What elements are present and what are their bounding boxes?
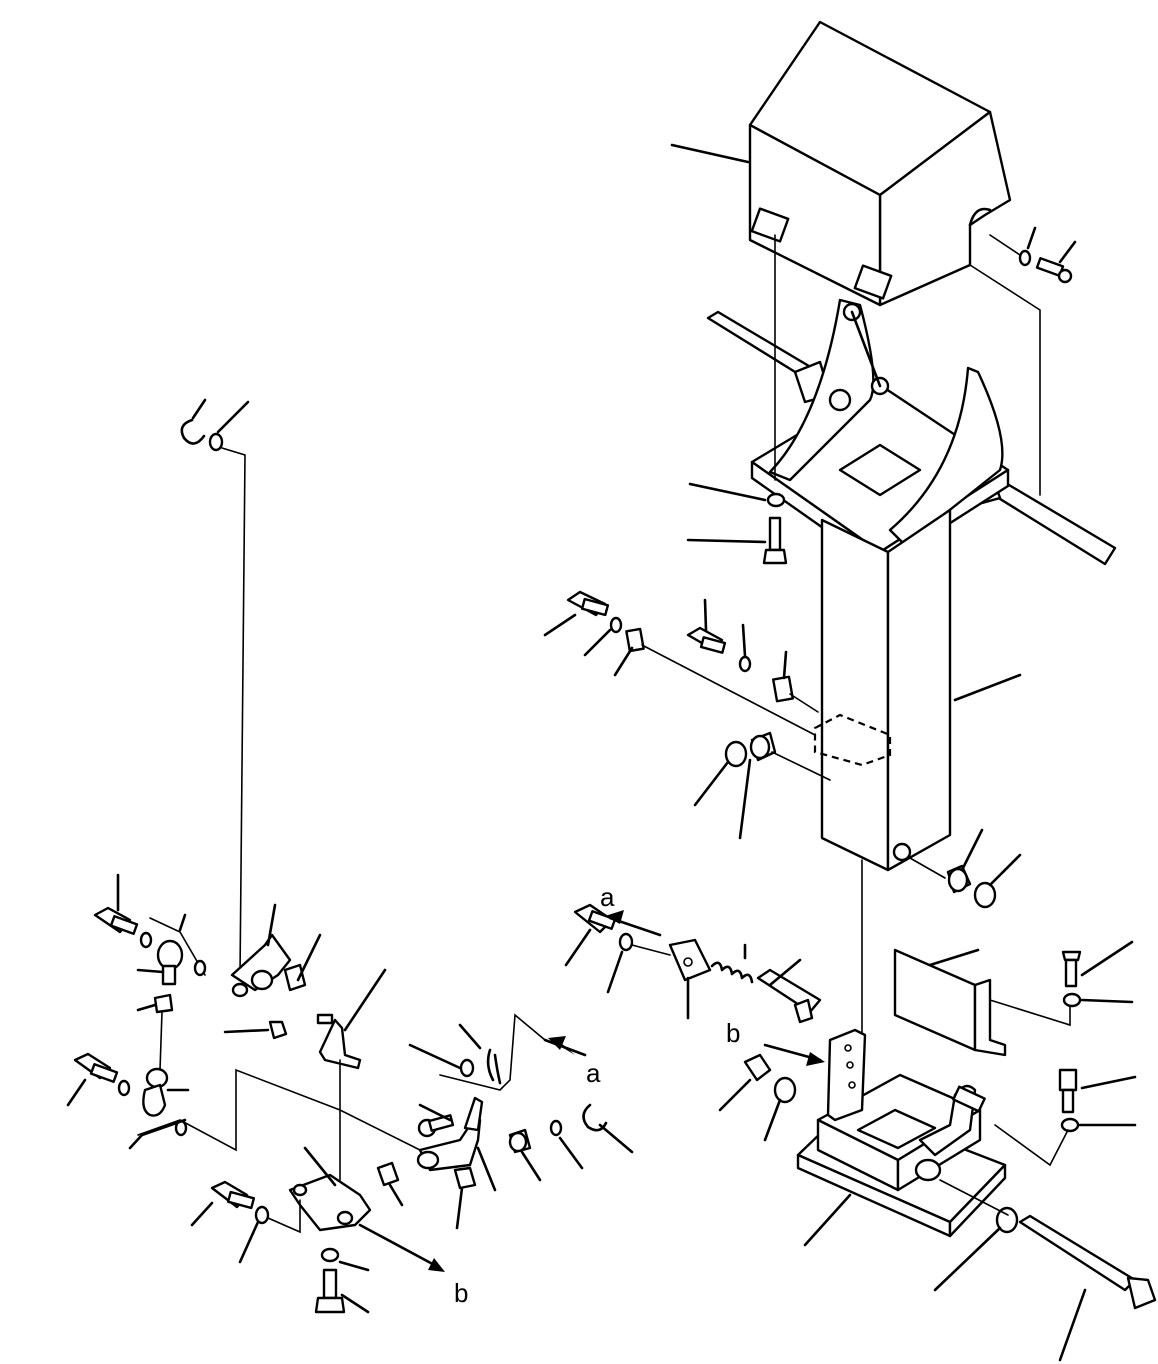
label-b-upper: b xyxy=(726,1018,740,1048)
reference-arrows-right: a b xyxy=(600,882,825,1066)
right-bolts xyxy=(994,940,1137,1167)
left-linkage xyxy=(66,398,421,1181)
base-fasteners-left xyxy=(718,1053,797,1142)
lower-left-bracket: b xyxy=(190,1146,468,1314)
spring-shaft-assembly xyxy=(564,903,822,1024)
column-bolts-upper xyxy=(543,590,819,736)
base-assembly xyxy=(796,1028,1007,1247)
middle-lever: a xyxy=(408,1013,634,1230)
bracket-bolt xyxy=(686,482,788,565)
label-a-upper: a xyxy=(600,882,615,912)
column-bushing-left xyxy=(693,731,831,840)
cover-fasteners xyxy=(989,226,1077,284)
label-a-lower: a xyxy=(586,1058,601,1088)
right-bracket-plate xyxy=(893,948,1071,1057)
column-bushing-right xyxy=(909,828,1022,909)
top-cover xyxy=(670,20,1012,307)
base-long-bolt xyxy=(933,1179,1157,1362)
label-b-lower: b xyxy=(454,1278,468,1308)
main-column xyxy=(813,508,1022,1119)
